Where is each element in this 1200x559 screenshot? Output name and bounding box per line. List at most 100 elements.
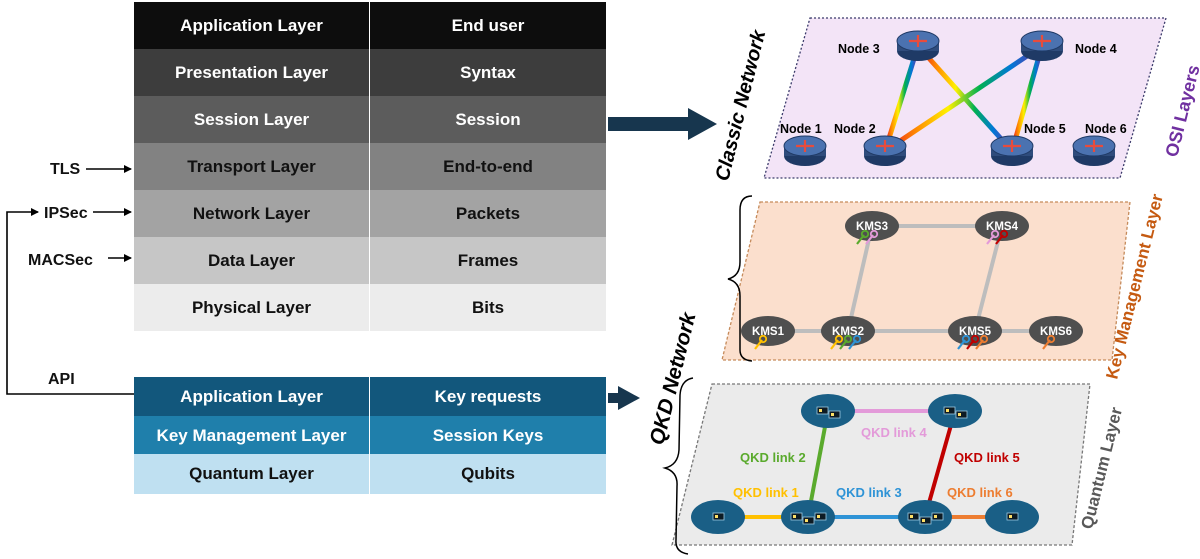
- osi-row: Application Layer End user: [134, 2, 606, 49]
- qkd-device-icon: [1006, 512, 1019, 521]
- key-icon: [975, 334, 989, 350]
- qkd-link-line: [923, 410, 957, 518]
- osi-row: Session Layer Session: [134, 96, 606, 143]
- key-icon: [865, 229, 879, 245]
- node-label: Node 3: [838, 42, 880, 56]
- osi-layer-name: Data Layer: [134, 237, 370, 284]
- osi-layer-name: Application Layer: [134, 2, 370, 49]
- key-icon: [830, 334, 844, 350]
- osi-layer-name: Transport Layer: [134, 143, 370, 190]
- osi-data-unit: End user: [451, 15, 525, 35]
- key-icon: [1042, 334, 1056, 350]
- osi-data-unit: Bits: [471, 297, 505, 317]
- qkd-data-unit: Session Keys: [432, 425, 544, 445]
- kms-node: [1029, 316, 1083, 346]
- kms-node: [975, 211, 1029, 241]
- osi-layer-name: Session Layer: [134, 96, 370, 143]
- key-icon: [966, 334, 980, 350]
- quantum-panel: [671, 383, 1091, 546]
- qkd-device-icon: [943, 406, 956, 415]
- classic-link: [882, 43, 921, 154]
- kms-node: [741, 316, 795, 346]
- kms-node: [948, 316, 1002, 346]
- node-label: Node 4: [1075, 42, 1117, 56]
- qkd-device-icon: [712, 512, 725, 521]
- kms-node: [845, 211, 899, 241]
- ipsec-label: IPSec: [44, 205, 88, 222]
- router-icon: [1020, 30, 1064, 61]
- qkd-link-label: QKD link 4: [861, 425, 928, 440]
- qkd-data-unit: Qubits: [461, 464, 515, 483]
- qkd-link-label: QKD link 1: [733, 485, 799, 500]
- classic-link: [882, 43, 1045, 154]
- classic-link: [1009, 43, 1045, 154]
- osi-data-unit: Session: [455, 109, 521, 129]
- qkd-layer-name: Application Layer: [134, 377, 370, 417]
- kms-label: KMS1: [752, 326, 785, 338]
- qkd-device-icon: [814, 512, 827, 521]
- kms-label: KMS6: [1040, 326, 1072, 338]
- osi-row: Physical Layer Bits: [134, 284, 606, 331]
- kms-label: KMS3: [856, 221, 888, 233]
- qkd-link-label: QKD link 3: [836, 485, 902, 500]
- api-label: API: [48, 371, 75, 388]
- macsec-label: MACSec: [28, 252, 93, 269]
- kms-label: KMS2: [832, 326, 864, 338]
- qkd-data-unit: Key requests: [434, 387, 542, 406]
- osi-layers-label: OSI Layers: [1161, 63, 1200, 159]
- kms-panel: [721, 201, 1131, 361]
- key-icon: [986, 229, 1000, 245]
- node-label: Node 2: [834, 122, 876, 136]
- qkd-device-icon: [828, 410, 841, 419]
- key-icon: [957, 334, 971, 350]
- qkd-device-icon: [802, 516, 815, 525]
- osi-layer-name: Network Layer: [134, 190, 370, 237]
- qkd-row: Key Management Layer Session Keys: [134, 415, 606, 456]
- kms-node: [821, 316, 875, 346]
- qkd-link-label: QKD link 2: [740, 450, 806, 465]
- node-label: Node 5: [1024, 122, 1066, 136]
- qkd-device-icon: [919, 516, 932, 525]
- osi-row: Data Layer Frames: [134, 237, 606, 284]
- key-icon: [995, 229, 1009, 245]
- qkd-device-icon: [931, 512, 944, 521]
- osi-data-unit: Packets: [455, 203, 521, 223]
- node-label: Node 1: [780, 122, 822, 136]
- qkd-link-line: [806, 410, 830, 518]
- osi-layer-name: Presentation Layer: [134, 49, 370, 96]
- qkd-row: Application Layer Key requests: [134, 377, 606, 417]
- classic-network-arrow: [608, 108, 717, 140]
- qkd-link-label: QKD link 6: [947, 485, 1013, 500]
- qkd-device-icon: [816, 406, 829, 415]
- qkd-device-icon: [790, 512, 803, 521]
- osi-data-unit: End-to-end: [443, 156, 533, 176]
- osi-row: Transport Layer End-to-end: [134, 143, 606, 190]
- router-icon: [863, 135, 907, 166]
- router-icon: [896, 30, 940, 61]
- router-icon: [990, 135, 1034, 166]
- qkd-device-icon: [907, 512, 920, 521]
- key-icon: [754, 334, 768, 350]
- qkd-device-icon: [955, 410, 968, 419]
- tls-label: TLS: [50, 161, 81, 178]
- kms-link: [846, 225, 874, 332]
- key-icon: [856, 229, 870, 245]
- node-label: Node 6: [1085, 122, 1127, 136]
- qkd-link-label: QKD link 5: [954, 450, 1020, 465]
- key-icon: [839, 334, 853, 350]
- router-icon: [1072, 135, 1116, 166]
- quantum-brace: [662, 377, 694, 555]
- kms-brace: [727, 195, 753, 362]
- osi-layer-name: Physical Layer: [134, 284, 370, 331]
- api-connector: [6, 208, 134, 395]
- osi-data-unit: Frames: [457, 250, 519, 270]
- osi-row: Network Layer Packets: [134, 190, 606, 237]
- router-icon: [783, 135, 827, 166]
- qkd-layer-name: Key Management Layer: [134, 415, 370, 456]
- key-icon: [848, 334, 862, 350]
- classic-network-label: Classic Network: [712, 27, 771, 183]
- qkd-network-arrow: [608, 386, 640, 410]
